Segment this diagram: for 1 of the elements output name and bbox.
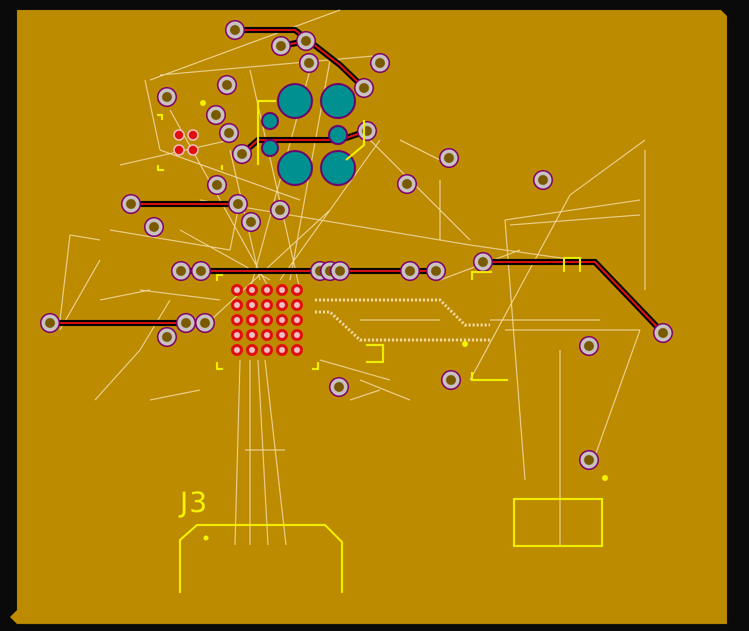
component-designator: J3 bbox=[180, 489, 208, 517]
